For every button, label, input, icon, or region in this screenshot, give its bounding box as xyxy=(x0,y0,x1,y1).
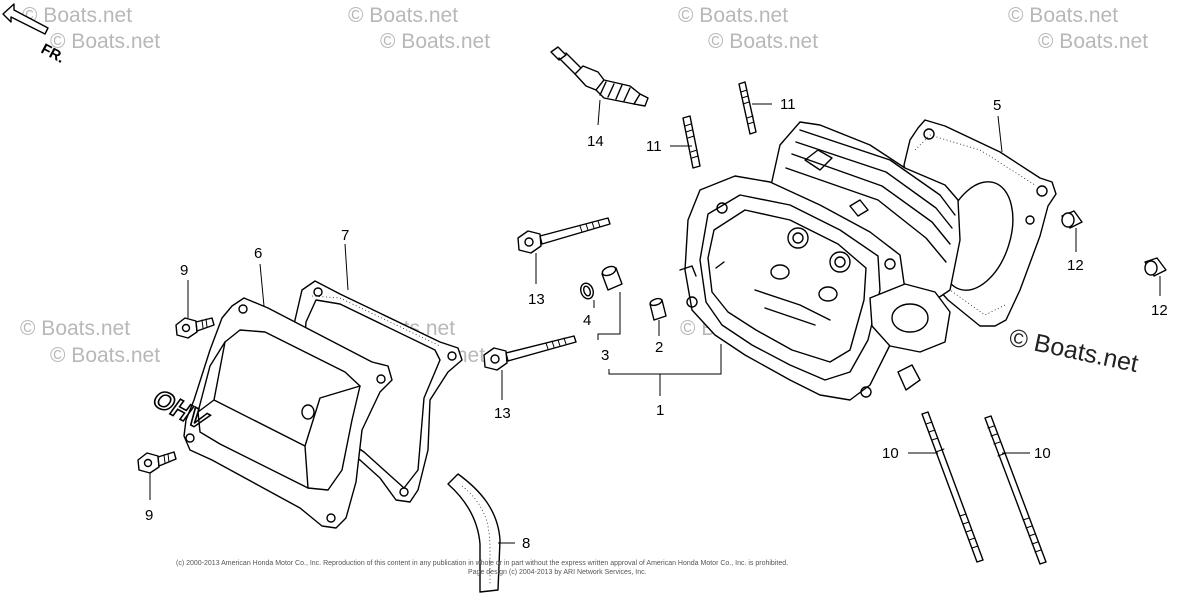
valve-guide-seal xyxy=(601,265,623,291)
valve-clip xyxy=(580,282,594,300)
watermark: © Boats.net xyxy=(708,30,818,53)
breather-tube xyxy=(447,473,501,593)
watermark: © Boats.net xyxy=(50,30,160,53)
callout-10-left: 10 xyxy=(882,445,899,462)
watermark: © Boats.net xyxy=(1008,4,1118,27)
watermark: © Boats.net xyxy=(20,317,130,340)
callout-12-upper: 12 xyxy=(1067,257,1084,274)
page-design-credit: Page design (c) 2004-2013 by ARI Network… xyxy=(468,569,647,576)
stud-10-right xyxy=(984,415,1047,565)
stud-10-left xyxy=(921,411,984,563)
watermark: © Boats.net xyxy=(50,344,160,367)
head-cover: OHV xyxy=(146,297,393,529)
watermark: © Boats.net xyxy=(1038,30,1148,53)
callout-10-right: 10 xyxy=(1034,445,1051,462)
plug-12-upper xyxy=(1061,210,1083,229)
callout-7: 7 xyxy=(341,227,349,244)
watermark: © Boats.net xyxy=(678,4,788,27)
callout-2: 2 xyxy=(655,339,663,356)
callout-8: 8 xyxy=(522,535,530,552)
callout-13-lower: 13 xyxy=(494,405,511,422)
watermark: © Boats.net xyxy=(22,4,132,27)
main-watermark: © Boats.net xyxy=(1007,323,1141,378)
callout-4: 4 xyxy=(583,312,591,329)
callout-11-upper: 11 xyxy=(780,96,796,113)
cylinder-head xyxy=(679,121,961,401)
copyright-notice: (c) 2000-2013 American Honda Motor Co., … xyxy=(176,560,788,567)
callout-9-upper: 9 xyxy=(180,262,188,279)
stud-11-lower xyxy=(682,115,701,169)
callout-1: 1 xyxy=(656,402,664,419)
watermark-tiles: © Boats.net © Boats.net © Boats.net © Bo… xyxy=(20,4,1148,367)
watermark: © Boats.net xyxy=(380,30,490,53)
flange-bolt-upper xyxy=(517,217,611,254)
callout-9-lower: 9 xyxy=(145,507,153,524)
callout-6: 6 xyxy=(254,245,262,262)
front-arrow-icon xyxy=(2,3,49,35)
cover-bolt-lower xyxy=(137,451,177,474)
watermark: © Boats.net xyxy=(348,4,458,27)
spark-plug xyxy=(550,46,649,107)
callout-11-lower: 11 xyxy=(646,138,662,155)
callout-14: 14 xyxy=(587,133,604,150)
cover-bolt-upper xyxy=(175,317,215,339)
flange-bolt-lower xyxy=(483,335,577,371)
stud-11-upper xyxy=(738,81,757,135)
callout-3: 3 xyxy=(601,347,609,364)
dowel-pin xyxy=(649,297,667,321)
callout-5: 5 xyxy=(993,97,1001,114)
callout-12-lower: 12 xyxy=(1151,302,1168,319)
plug-12-lower xyxy=(1144,257,1167,277)
callout-13-upper: 13 xyxy=(528,291,545,308)
